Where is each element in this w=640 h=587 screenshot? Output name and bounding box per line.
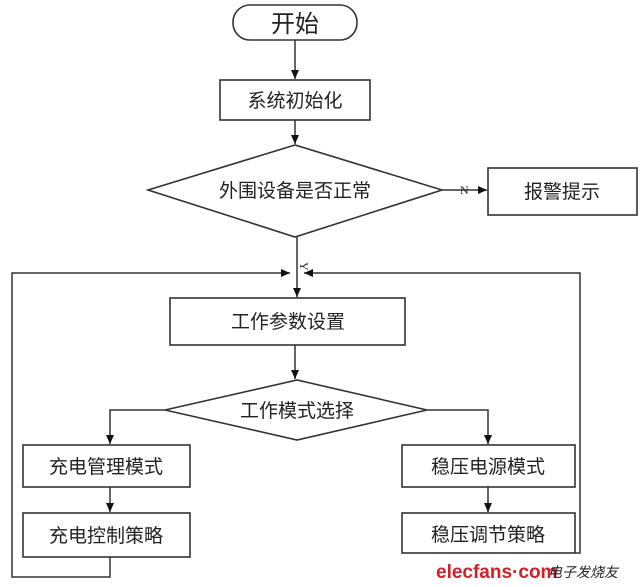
regulator-mode-process: 稳压电源模式 bbox=[401, 444, 576, 488]
watermark-logo: elecfans·com 电子发烧友 bbox=[436, 562, 620, 583]
regulator-mode-label: 稳压电源模式 bbox=[431, 456, 545, 478]
loop-back-left bbox=[11, 269, 290, 578]
arrow-mode-to-charge bbox=[106, 409, 165, 444]
start-terminator: 开始 bbox=[232, 4, 358, 41]
charge-control-label: 充电控制策略 bbox=[49, 525, 163, 547]
init-label: 系统初始化 bbox=[247, 90, 342, 112]
check-label: 外围设备是否正常 bbox=[219, 180, 371, 202]
alarm-process: 报警提示 bbox=[487, 167, 638, 216]
mode-decision: 工作模式选择 bbox=[164, 379, 428, 441]
regulator-control-process: 稳压调节策略 bbox=[401, 512, 576, 554]
alarm-label: 报警提示 bbox=[524, 181, 600, 203]
no-label: N bbox=[460, 183, 469, 197]
yes-label: Y bbox=[297, 262, 311, 271]
charge-control-process: 充电控制策略 bbox=[22, 512, 191, 558]
regulator-control-label: 稳压调节策略 bbox=[431, 524, 545, 546]
mode-label: 工作模式选择 bbox=[240, 400, 354, 422]
watermark-site: elecfans·com bbox=[436, 562, 557, 583]
params-process: 工作参数设置 bbox=[169, 297, 406, 346]
arrow-mode-to-regulator bbox=[427, 409, 492, 444]
watermark-cn: 电子发烧友 bbox=[548, 565, 620, 581]
loop-back-right bbox=[304, 269, 581, 554]
charge-mode-process: 充电管理模式 bbox=[22, 444, 191, 488]
init-process: 系统初始化 bbox=[219, 79, 371, 121]
start-label: 开始 bbox=[271, 10, 319, 38]
check-decision: 外围设备是否正常 bbox=[145, 144, 445, 238]
params-label: 工作参数设置 bbox=[231, 311, 345, 333]
charge-mode-label: 充电管理模式 bbox=[49, 456, 163, 478]
